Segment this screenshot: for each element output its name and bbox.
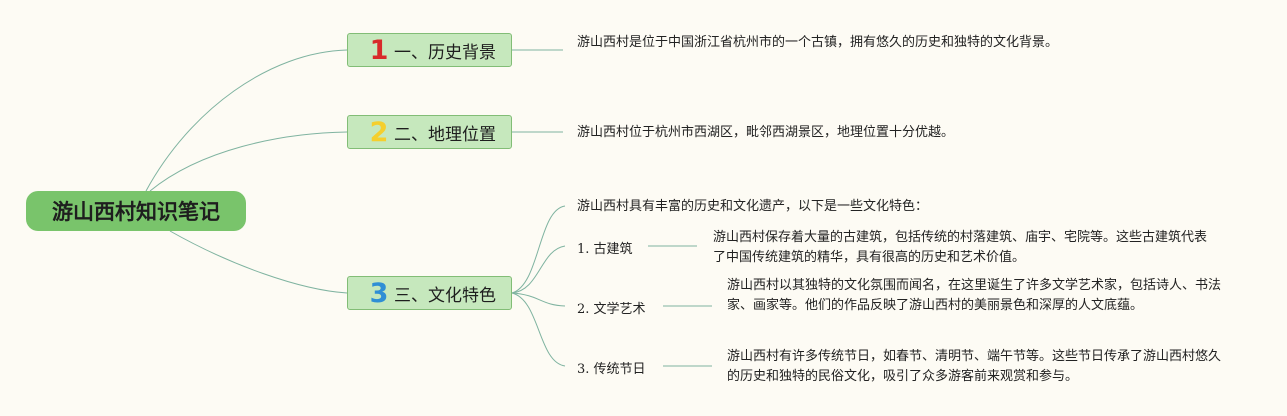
subtopic-ancient-architecture[interactable]: 1. 古建筑 — [577, 242, 633, 257]
connector-topic3-sub3 — [511, 292, 566, 367]
topic-history-text: 游山西村是位于中国浙江省杭州市的一个古镇，拥有悠久的历史和独特的文化背景。 — [577, 35, 1059, 50]
number-3-icon: 3 — [369, 277, 389, 309]
topic-geography[interactable]: 2 二、地理位置 — [347, 115, 512, 149]
connector-root-topic3 — [169, 230, 348, 294]
topic-culture[interactable]: 3 三、文化特色 — [347, 276, 512, 310]
connector-root-topic1 — [145, 49, 348, 192]
subtopic-literature-art-text: 游山西村以其独特的文化氛围而闻名，在这里诞生了许多文学艺术家，包括诗人、书法家、… — [727, 278, 1222, 313]
subtopic-traditional-festivals[interactable]: 3. 传统节日 — [577, 362, 646, 377]
root-node[interactable]: 游山西村知识笔记 — [26, 191, 246, 231]
root-title: 游山西村知识笔记 — [52, 200, 220, 224]
number-2-icon: 2 — [369, 116, 389, 148]
number-1-icon: 1 — [369, 34, 389, 66]
topic-label: 一、历史背景 — [394, 42, 496, 63]
connector-topic3-intro — [511, 205, 566, 294]
connector-topic3-sub1 — [511, 245, 566, 294]
subtopic-literature-art[interactable]: 2. 文学艺术 — [577, 302, 646, 317]
topic-culture-intro: 游山西村具有丰富的历史和文化遗产，以下是一些文化特色： — [577, 199, 929, 214]
connector-topic3-sub2 — [511, 292, 566, 307]
topic-label: 三、文化特色 — [394, 285, 496, 306]
topic-history-background[interactable]: 1 一、历史背景 — [347, 33, 512, 67]
topic-label: 二、地理位置 — [394, 124, 496, 145]
connector-root-topic2 — [149, 131, 348, 192]
topic-geography-text: 游山西村位于杭州市西湖区，毗邻西湖景区，地理位置十分优越。 — [577, 125, 955, 140]
subtopic-ancient-architecture-text: 游山西村保存着大量的古建筑，包括传统的村落建筑、庙宇、宅院等。这些古建筑代表了中… — [713, 230, 1208, 265]
subtopic-traditional-festivals-text: 游山西村有许多传统节日，如春节、清明节、端午节等。这些节日传承了游山西村悠久的历… — [727, 349, 1222, 384]
